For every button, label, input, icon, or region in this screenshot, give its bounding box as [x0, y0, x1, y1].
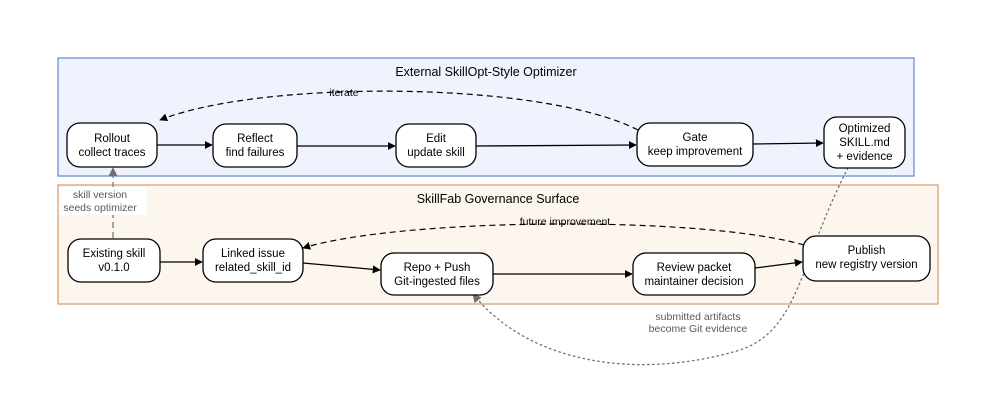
node-gate: Gate keep improvement: [636, 122, 754, 167]
node-existing-skill: Existing skill v0.1.0: [67, 238, 161, 283]
node-gate-box: [636, 122, 754, 167]
node-existing-skill-box: [67, 238, 161, 283]
edge-gate-to-optimized: [752, 139, 824, 148]
edge-gate-iterate-rollout: [159, 90, 639, 131]
node-edit-subtitle: update skill: [407, 147, 465, 159]
node-repo-push-subtitle: Git-ingested files: [394, 276, 480, 288]
node-publish: Publish new registry version: [802, 235, 931, 282]
node-edit-title: Edit: [426, 133, 447, 145]
edge-label-seeds-line1: skill version: [73, 189, 127, 201]
edge-label-iterate: iterate: [329, 87, 358, 99]
edge-label-seeds-line2: seeds optimizer: [63, 202, 137, 214]
node-rollout-title: Rollout: [94, 133, 131, 145]
node-linked-issue-box: [202, 238, 304, 283]
edge-review-to-publish: [754, 258, 803, 269]
node-reflect-title: Reflect: [237, 133, 274, 145]
node-reflect-subtitle: find failures: [226, 147, 285, 159]
node-review-packet: Review packet maintainer decision: [632, 252, 756, 296]
edge-edit-to-gate: [475, 141, 637, 150]
node-edit-box: [395, 123, 477, 168]
node-gate-title: Gate: [683, 132, 708, 144]
cluster-optimizer-box: [57, 57, 915, 177]
node-repo-push: Repo + Push Git-ingested files: [380, 252, 494, 296]
node-linked-issue-title: Linked issue: [221, 248, 285, 260]
node-optimized-file: SKILL.md: [839, 137, 890, 149]
node-rollout: Rollout collect traces: [66, 122, 158, 168]
edge-label-submitted-line1: submitted artifacts: [655, 311, 740, 323]
edge-label-submitted-line2: become Git evidence: [649, 323, 748, 335]
seeds-label-backdrop: [59, 187, 147, 215]
cluster-optimizer-title: External SkillOpt-Style Optimizer: [395, 65, 576, 79]
node-review-packet-box: [632, 252, 756, 296]
node-reflect-box: [212, 123, 298, 168]
node-repo-push-box: [380, 252, 494, 296]
cluster-governance-title: SkillFab Governance Surface: [417, 192, 580, 206]
cluster-optimizer: External SkillOpt-Style Optimizer: [57, 57, 915, 177]
node-optimized-evidence: + evidence: [837, 151, 893, 163]
node-rollout-box: [66, 122, 158, 168]
node-gate-subtitle: keep improvement: [648, 146, 743, 158]
node-repo-push-title: Repo + Push: [404, 262, 471, 274]
node-linked-issue-subtitle: related_skill_id: [215, 262, 291, 274]
node-optimized: Optimized SKILL.md + evidence: [823, 116, 906, 169]
node-review-packet-subtitle: maintainer decision: [644, 276, 743, 288]
node-publish-box: [802, 235, 931, 282]
node-existing-skill-version: v0.1.0: [98, 262, 129, 274]
node-publish-title: Publish: [848, 245, 886, 257]
node-optimized-title: Optimized: [839, 123, 891, 135]
node-reflect: Reflect find failures: [212, 123, 298, 168]
node-publish-subtitle: new registry version: [815, 259, 917, 271]
node-existing-skill-title: Existing skill: [83, 248, 146, 260]
edge-publish-future-linked: [302, 223, 805, 250]
edge-label-future-improvement: future improvement: [520, 216, 611, 228]
node-rollout-subtitle: collect traces: [78, 147, 145, 159]
node-review-packet-title: Review packet: [657, 262, 733, 274]
edge-linked-to-repo: [302, 262, 381, 274]
node-linked-issue: Linked issue related_skill_id: [202, 238, 304, 283]
node-edit: Edit update skill: [395, 123, 477, 168]
node-optimized-box: [823, 116, 906, 169]
